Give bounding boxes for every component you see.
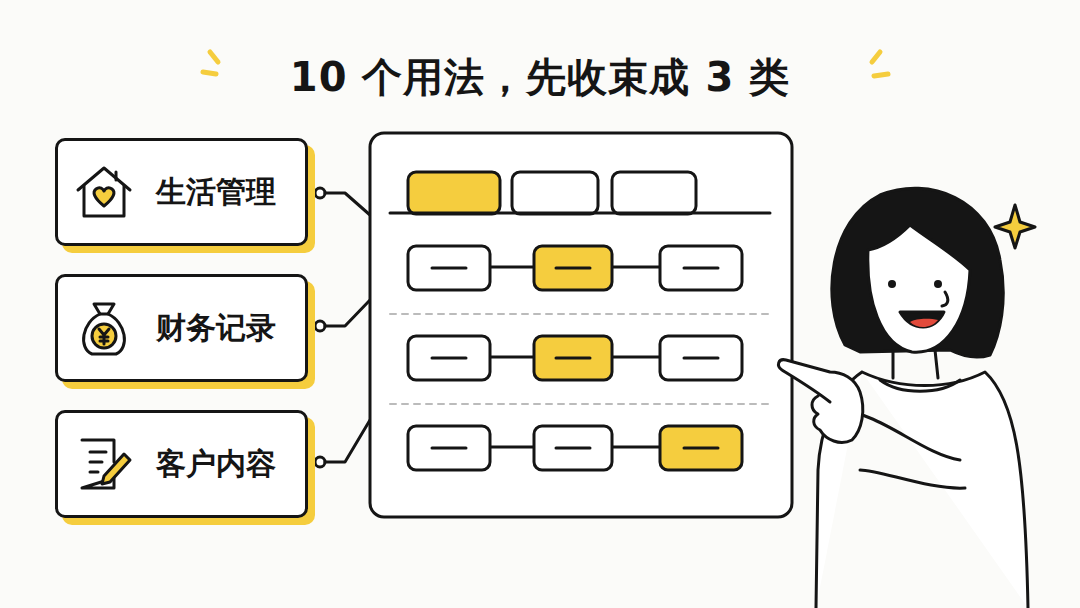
category-icon — [72, 432, 136, 496]
category-label: 客户内容 — [156, 444, 276, 485]
category-box: 财务记录 — [55, 274, 308, 382]
category-box: 生活管理 — [55, 138, 308, 246]
title: 10 个用法，先收束成 3 类 — [0, 50, 1080, 105]
category-label: 财务记录 — [156, 308, 276, 349]
category-box: 客户内容 — [55, 410, 308, 518]
category-icon — [72, 160, 136, 224]
category-label: 生活管理 — [156, 172, 276, 213]
category-icon — [72, 296, 136, 360]
